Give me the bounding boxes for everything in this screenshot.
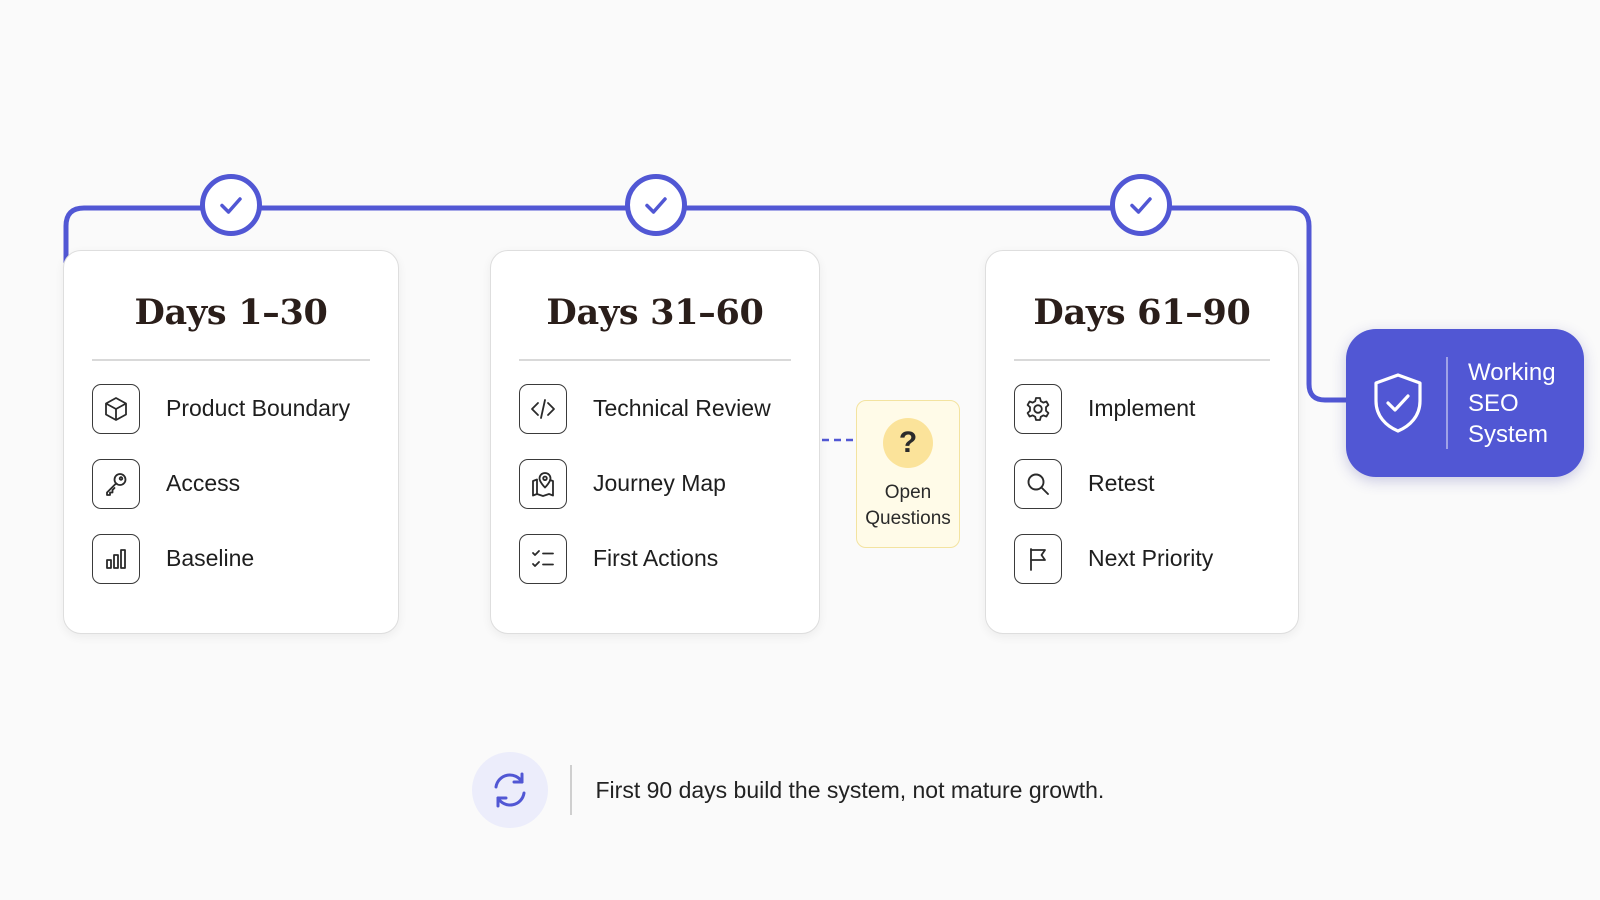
footer-text: First 90 days build the system, not matu… (595, 776, 1105, 803)
footer-divider (570, 765, 572, 815)
cube-icon (92, 383, 140, 434)
task-item-access[interactable]: Access (92, 458, 398, 510)
milestone-check-2[interactable] (625, 174, 687, 236)
phase-card-days-31-60: Days 31–60 Technical Review (490, 250, 820, 634)
task-item-retest[interactable]: Retest (1014, 458, 1298, 510)
key-icon (92, 458, 140, 509)
open-questions-label: Open Questions (865, 482, 951, 529)
phase-card-days-1-30: Days 1–30 Product Boundary Access (63, 250, 399, 634)
task-label: Baseline (166, 545, 255, 571)
task-list: Technical Review Journey Map (519, 383, 819, 585)
task-item-next-priority[interactable]: Next Priority (1014, 533, 1298, 585)
outcome-divider (1446, 357, 1448, 449)
task-label: Technical Review (593, 395, 771, 421)
task-item-journey-map[interactable]: Journey Map (519, 458, 819, 510)
task-label: Product Boundary (166, 395, 351, 421)
task-item-baseline[interactable]: Baseline (92, 533, 398, 585)
task-label: Journey Map (593, 470, 726, 496)
milestone-check-3[interactable] (1110, 174, 1172, 236)
gear-icon (1014, 383, 1062, 434)
checklist-icon (519, 533, 567, 584)
milestone-check-1[interactable] (200, 174, 262, 236)
divider (1014, 359, 1270, 361)
outcome-badge[interactable]: Working SEO System (1346, 329, 1584, 477)
task-label: Implement (1088, 395, 1196, 421)
phase-title: Days 61–90 (1033, 292, 1251, 333)
footer-note: First 90 days build the system, not matu… (472, 752, 1104, 828)
task-list: Product Boundary Access Baseline (92, 383, 398, 585)
check-icon (1130, 197, 1152, 214)
task-item-technical-review[interactable]: Technical Review (519, 383, 819, 435)
map-pin-icon (519, 458, 567, 509)
refresh-cycle-icon[interactable] (472, 752, 548, 828)
divider (92, 359, 370, 361)
code-icon (519, 383, 567, 434)
question-mark-icon: ? (883, 418, 933, 468)
phase-title: Days 31–60 (546, 292, 764, 333)
task-label: Retest (1088, 470, 1155, 496)
task-item-product-boundary[interactable]: Product Boundary (92, 383, 398, 435)
flag-icon (1014, 533, 1062, 584)
task-item-implement[interactable]: Implement (1014, 383, 1298, 435)
open-questions-card[interactable]: ? Open Questions (856, 400, 960, 548)
task-label: First Actions (593, 545, 719, 571)
search-icon (1014, 458, 1062, 509)
shield-check-icon (1374, 373, 1422, 433)
task-label: Next Priority (1088, 545, 1214, 571)
divider (519, 359, 791, 361)
bar-chart-icon (92, 533, 140, 584)
phase-card-days-61-90: Days 61–90 Implement Retest (985, 250, 1299, 634)
check-icon (220, 197, 242, 214)
task-list: Implement Retest Next Priority (1014, 383, 1298, 585)
task-item-first-actions[interactable]: First Actions (519, 533, 819, 585)
task-label: Access (166, 470, 241, 496)
check-icon (645, 197, 667, 214)
outcome-label: Working SEO System (1468, 358, 1556, 448)
phase-title: Days 1–30 (134, 292, 328, 333)
